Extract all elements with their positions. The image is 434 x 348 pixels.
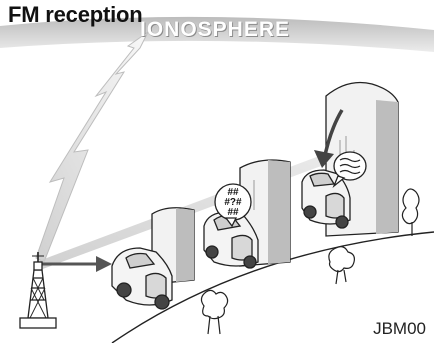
ionosphere-label: IONOSPHERE xyxy=(140,18,290,42)
page-title: FM reception xyxy=(8,2,143,28)
figure-code: JBM00 xyxy=(373,319,426,339)
static-bubble-text: ## #?# ## xyxy=(218,188,248,218)
static-bubble-line: ## xyxy=(218,208,248,218)
